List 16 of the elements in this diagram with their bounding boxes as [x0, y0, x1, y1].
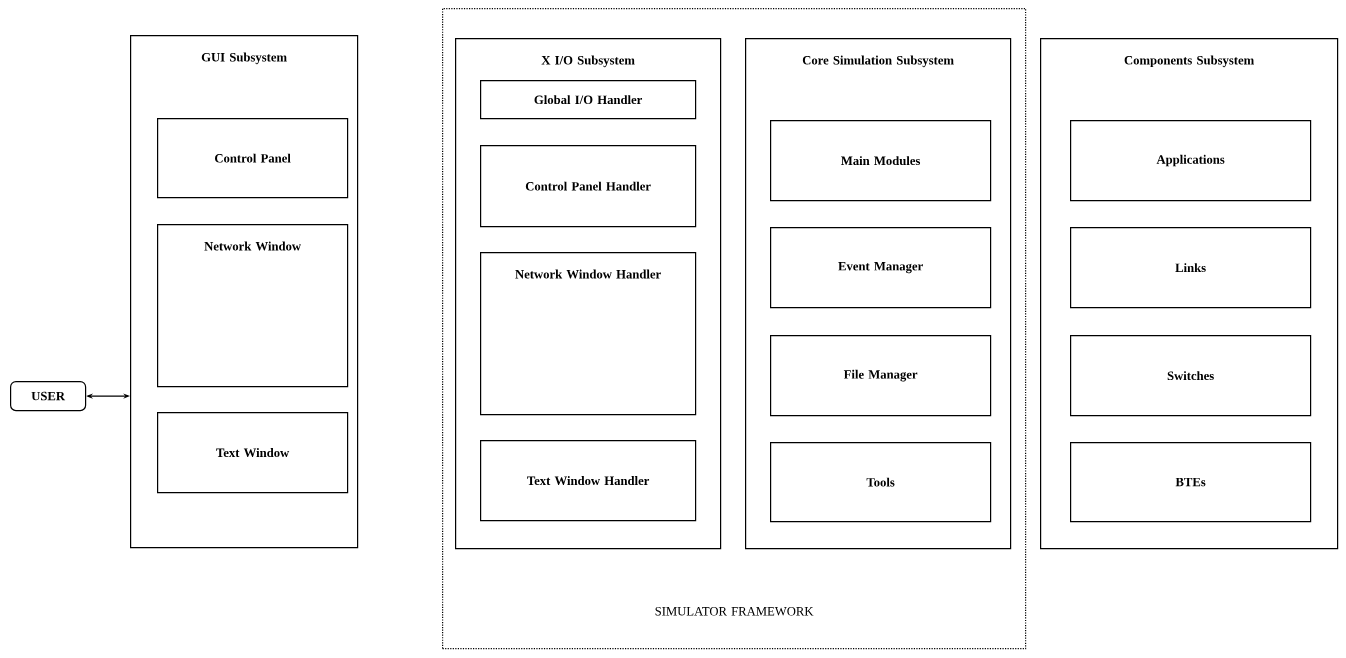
component-box: Global I/O Handler [480, 80, 697, 120]
component-box: BTEs [1070, 442, 1312, 523]
component-box: Main Modules [770, 120, 992, 202]
component-box: Tools [770, 442, 992, 523]
component-box: Network Window Handler [480, 252, 697, 416]
component-box: Control Panel Handler [480, 145, 697, 228]
component-box: File Manager [770, 335, 992, 417]
component-box: Switches [1070, 335, 1312, 417]
component-box: Text Window [157, 412, 349, 494]
component-box: Applications [1070, 120, 1312, 202]
actor-box: USER [10, 381, 87, 412]
component-box: Control Panel [157, 118, 349, 199]
component-box: Event Manager [770, 227, 992, 309]
component-box: Text Window Handler [480, 440, 697, 522]
component-box: Network Window [157, 224, 349, 388]
component-box: Links [1070, 227, 1312, 309]
